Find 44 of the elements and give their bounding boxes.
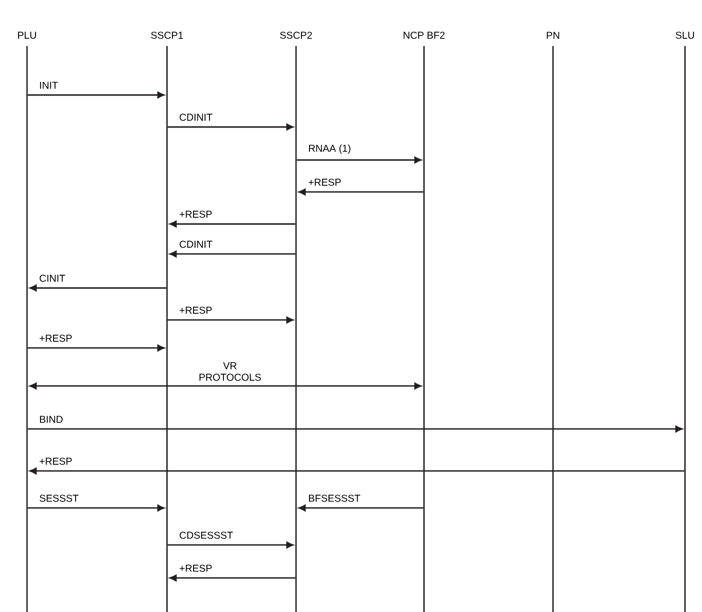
lifeline bbox=[552, 46, 554, 612]
arrow bbox=[28, 92, 165, 98]
edge-label: SESSST bbox=[38, 494, 80, 503]
edge-label: +RESP bbox=[307, 178, 342, 187]
edge-label: CDINIT bbox=[178, 112, 214, 122]
edge-label: INIT bbox=[38, 80, 60, 90]
edge-label: +RESP bbox=[178, 564, 214, 573]
participant-label: PN bbox=[546, 32, 560, 39]
arrow bbox=[28, 426, 683, 432]
arrow bbox=[296, 156, 422, 164]
arrow bbox=[29, 382, 422, 390]
lifeline bbox=[423, 46, 425, 612]
arrow bbox=[168, 124, 294, 130]
arrow bbox=[169, 574, 296, 582]
arrow bbox=[28, 504, 165, 512]
arrow bbox=[28, 344, 165, 352]
arrow bbox=[29, 284, 166, 292]
arrow bbox=[168, 542, 294, 548]
lifeline bbox=[26, 46, 28, 612]
edge-label: CDINIT bbox=[178, 240, 214, 249]
arrow bbox=[298, 504, 424, 512]
edge-label: +RESP bbox=[38, 334, 74, 343]
edge-label: +RESP bbox=[178, 210, 214, 219]
participant-label: NCP BF2 bbox=[404, 32, 445, 39]
lifeline bbox=[295, 46, 297, 612]
arrow bbox=[169, 250, 296, 258]
participant-label: PLU bbox=[18, 32, 36, 39]
arrow bbox=[169, 220, 296, 228]
edge-label: CINIT bbox=[38, 274, 66, 283]
participant-label: SSCP1 bbox=[151, 32, 183, 39]
edge-label: CDSESSST bbox=[178, 530, 234, 540]
participant-label: SLU bbox=[676, 32, 694, 39]
edge-label: +RESP bbox=[178, 306, 214, 315]
participant-label: SSCP2 bbox=[280, 32, 312, 39]
lifeline bbox=[166, 46, 168, 612]
arrow bbox=[29, 468, 684, 474]
edge-label: RNAA (1) bbox=[307, 143, 352, 155]
edge-label: BIND bbox=[38, 414, 64, 424]
lifeline bbox=[684, 46, 686, 612]
edge-label: VR PROTOCOLS bbox=[194, 361, 266, 382]
arrow bbox=[168, 316, 294, 324]
edge-label: +RESP bbox=[38, 456, 74, 466]
edge-label: BFSESSST bbox=[307, 494, 362, 503]
arrow bbox=[298, 188, 424, 196]
